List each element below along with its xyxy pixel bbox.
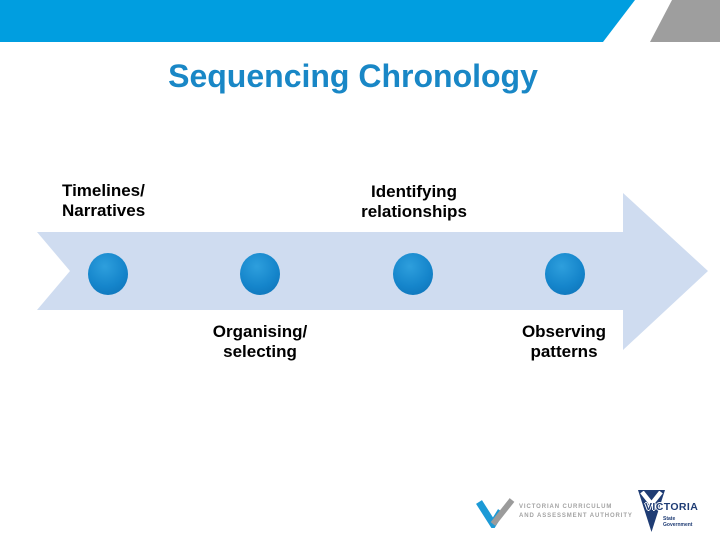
vcaa-logo-text: VICTORIAN CURRICULUM AND ASSESSMENT AUTH…: [519, 503, 633, 521]
stage-label-organising: Organising/ selecting: [150, 322, 370, 362]
victoria-state-government-logo: VICTORIA State Government: [636, 488, 718, 536]
stage-label-line: Organising/: [212, 322, 308, 341]
victoria-logo-subtext: State Government: [663, 516, 692, 528]
stage-label-line: Timelines/: [62, 181, 145, 200]
stage-label-line: relationships: [361, 202, 467, 221]
stage-label-line: patterns: [530, 342, 598, 361]
stage-label-observing: Observing patterns: [454, 322, 674, 362]
victoria-logo-subline: Government: [663, 522, 693, 528]
stage-label-identifying: Identifying relationships: [304, 182, 524, 222]
timeline-arrow-shape: [37, 193, 708, 350]
vcaa-logo-line: VICTORIAN CURRICULUM: [519, 504, 613, 510]
milestone-dot: [240, 253, 280, 295]
vcaa-checkmark-icon: [476, 498, 515, 528]
page-title: Sequencing Chronology: [168, 58, 538, 94]
stage-label-line: Observing: [521, 322, 607, 341]
stage-label-line: Identifying: [371, 182, 457, 201]
vcaa-logo-line: AND ASSESSMENT AUTHORITY: [519, 513, 633, 519]
vcaa-logo: VICTORIAN CURRICULUM AND ASSESSMENT AUTH…: [475, 496, 632, 530]
milestone-dot: [88, 253, 128, 295]
stage-label-timelines: Timelines/ Narratives: [62, 181, 145, 221]
stage-label-line: Narratives: [62, 201, 146, 220]
header-bar: [0, 0, 635, 42]
victoria-v-icon: [640, 491, 663, 506]
milestone-dot: [393, 253, 433, 295]
victoria-logo-subline: State: [663, 516, 676, 522]
victoria-logo-wordmark: VICTORIA: [645, 501, 699, 513]
milestone-dot: [545, 253, 585, 295]
stage-label-line: selecting: [223, 342, 297, 361]
